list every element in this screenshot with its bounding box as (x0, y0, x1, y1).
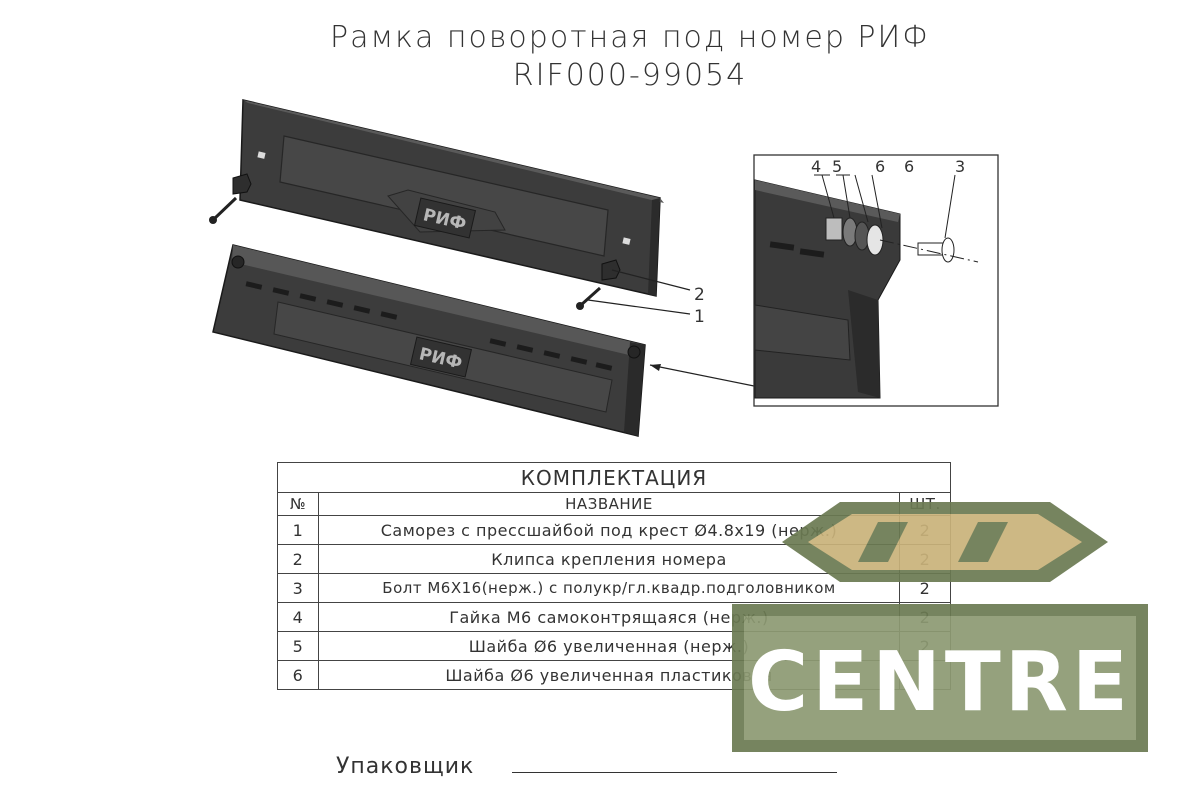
callout-5: 5 (832, 157, 842, 176)
frame-front: РИФ (212, 244, 646, 437)
callout-1: 1 (694, 307, 705, 327)
col-header-no: № (277, 492, 319, 516)
exploded-diagram: РИФ (209, 99, 999, 437)
table-caption: КОМПЛЕКТАЦИЯ (277, 462, 951, 493)
callout-4: 4 (811, 157, 821, 176)
row-no: 6 (277, 660, 319, 690)
callout-6a: 6 (875, 157, 885, 176)
frame-back: РИФ (239, 99, 664, 297)
callout-2: 2 (694, 285, 705, 305)
row-no: 5 (277, 631, 319, 661)
clip-right (601, 259, 621, 281)
row-no: 1 (277, 515, 319, 545)
front-slots-right (489, 338, 613, 371)
callout-3: 3 (955, 157, 965, 176)
drawing-title: Рамка поворотная под номер РИФ (330, 20, 930, 55)
packer-label: Упаковщик (336, 754, 475, 779)
screw-left (209, 196, 238, 224)
logo-plate-front: РИФ (409, 336, 473, 378)
row-no: 2 (277, 544, 319, 574)
callout-6b: 6 (904, 157, 914, 176)
watermark-logo: CENTRE (732, 502, 1148, 752)
detail-view: 4 5 6 6 3 (753, 154, 999, 407)
detail-bolt (917, 237, 955, 263)
packer-signature-line (512, 772, 837, 773)
watermark-text: CENTRE (748, 635, 1132, 730)
screw-right (576, 286, 602, 310)
logo-plate-back: РИФ (413, 197, 477, 239)
row-no: 3 (277, 573, 319, 603)
drawing-code: RIF000-99054 (512, 58, 748, 93)
clip-left (232, 173, 252, 195)
col-header-name: НАЗВАНИЕ (318, 492, 900, 516)
row-no: 4 (277, 602, 319, 632)
front-slots-left (245, 281, 398, 320)
